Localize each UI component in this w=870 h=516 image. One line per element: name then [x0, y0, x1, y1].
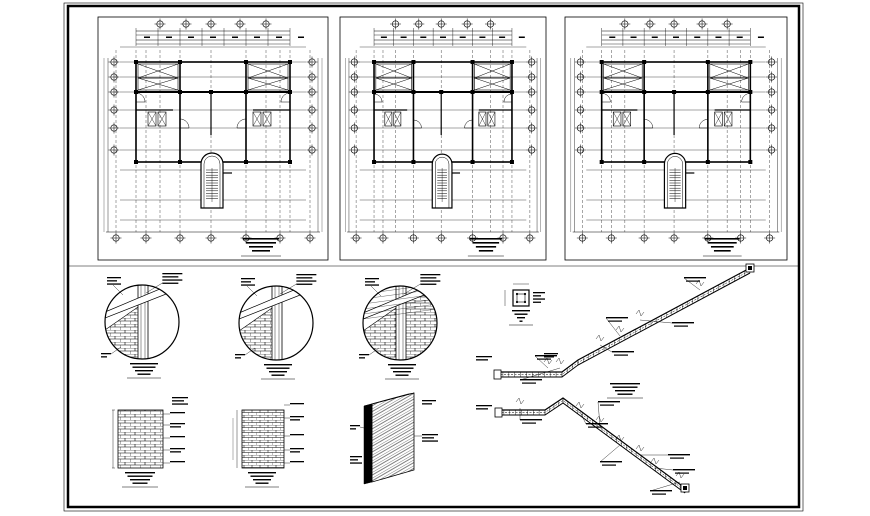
grid-bubble: [461, 18, 473, 30]
grid-bubble: [108, 104, 120, 116]
grid-bubble: [154, 18, 166, 30]
grid-bubble: [348, 86, 360, 98]
grid-bubble: [350, 232, 362, 244]
grid-bubble: [390, 18, 402, 30]
grid-bubble: [668, 18, 680, 30]
sheet-frame: [63, 2, 804, 512]
grid-bubble: [435, 232, 447, 244]
grid-bubble: [766, 122, 778, 134]
grid-bubble: [435, 18, 447, 30]
stair-detail-lower: [494, 397, 695, 495]
detail-caption: [122, 472, 158, 488]
grid-bubble: [574, 71, 586, 83]
brick-elevation-1: [112, 397, 188, 488]
grid-bubble: [377, 232, 389, 244]
plan-3: [570, 18, 782, 257]
grid-bubble: [526, 122, 538, 134]
grid-bubble: [574, 56, 586, 68]
grid-bubble: [306, 144, 318, 156]
grid-bubble: [110, 232, 122, 244]
grid-bubble: [108, 122, 120, 134]
plan-2: [345, 18, 541, 257]
grid-bubble: [766, 144, 778, 156]
grid-bubble: [638, 232, 650, 244]
grid-bubble: [108, 144, 120, 156]
grid-bubble: [348, 122, 360, 134]
grid-bubble: [668, 232, 680, 244]
grid-bubble: [574, 144, 586, 156]
grid-bubble: [766, 104, 778, 116]
grid-bubble: [766, 86, 778, 98]
wall-section-2: [235, 274, 317, 380]
floor-plans: [103, 18, 782, 257]
grid-bubble: [180, 18, 192, 30]
grid-bubble: [484, 18, 496, 30]
grid-bubble: [306, 104, 318, 116]
grid-bubble: [304, 232, 316, 244]
grid-bubble: [526, 71, 538, 83]
grid-bubble: [205, 232, 217, 244]
grid-bubble: [306, 122, 318, 134]
grid-bubble: [348, 144, 360, 156]
grid-bubble: [348, 56, 360, 68]
grid-bubble: [526, 56, 538, 68]
grid-bubble: [574, 122, 586, 134]
grid-bubble: [766, 56, 778, 68]
grid-bubble: [764, 232, 776, 244]
grid-bubble: [140, 232, 152, 244]
grid-bubble: [348, 71, 360, 83]
grid-bubble: [108, 86, 120, 98]
grid-bubble: [619, 18, 631, 30]
detail-caption: [509, 310, 533, 326]
grid-bubble: [348, 104, 360, 116]
grid-bubble: [574, 104, 586, 116]
grid-bubble: [108, 71, 120, 83]
grid-bubble: [605, 232, 617, 244]
plan-panels: [97, 16, 788, 261]
detail-caption: [261, 364, 295, 380]
column-section: [504, 283, 545, 326]
detail-caption: [607, 383, 643, 399]
grid-bubble: [413, 18, 425, 30]
grid-bubble: [644, 18, 656, 30]
grid-bubble: [205, 18, 217, 30]
grid-bubble: [407, 232, 419, 244]
brick-isometric: [350, 392, 438, 485]
grid-bubble: [696, 18, 708, 30]
grid-bubble: [526, 104, 538, 116]
grid-bubble: [174, 232, 186, 244]
grid-bubble: [574, 86, 586, 98]
grid-bubble: [766, 71, 778, 83]
grid-bubble: [526, 144, 538, 156]
construction-details: [101, 263, 755, 495]
grid-bubble: [108, 56, 120, 68]
brick-elevation-2: [232, 403, 304, 488]
wall-section-1: [101, 273, 183, 379]
grid-bubble: [576, 232, 588, 244]
grid-bubble: [260, 18, 272, 30]
grid-bubble: [234, 18, 246, 30]
wall-section-3: [359, 274, 441, 380]
grid-bubble: [721, 18, 733, 30]
detail-caption: [385, 364, 419, 380]
detail-caption: [245, 472, 279, 488]
stair-detail-upper: [493, 263, 755, 384]
grid-bubble: [306, 86, 318, 98]
grid-bubble: [306, 71, 318, 83]
stair-caption: [476, 353, 643, 410]
detail-caption: [127, 363, 161, 379]
grid-bubble: [306, 56, 318, 68]
grid-bubble: [524, 232, 536, 244]
grid-bubble: [526, 86, 538, 98]
plan-1: [103, 18, 323, 257]
